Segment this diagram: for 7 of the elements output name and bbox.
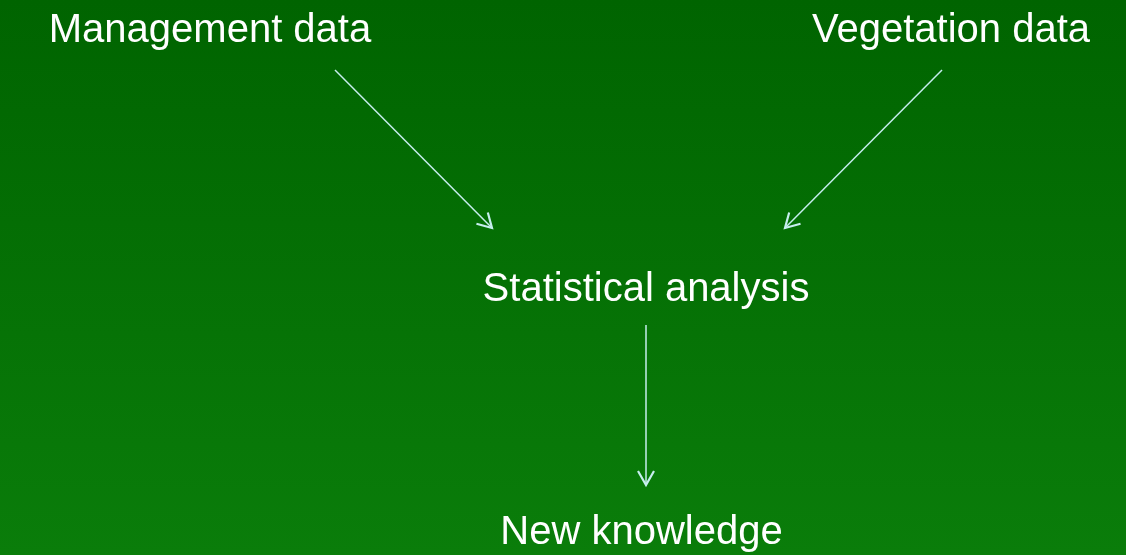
node-label: New knowledge bbox=[500, 507, 783, 553]
node-label: Statistical analysis bbox=[482, 263, 810, 310]
node-label: Vegetation data bbox=[812, 5, 1090, 51]
arrow bbox=[636, 324, 656, 487]
node-label: Management data bbox=[48, 5, 372, 51]
arrow bbox=[783, 69, 943, 230]
arrow bbox=[334, 69, 494, 230]
